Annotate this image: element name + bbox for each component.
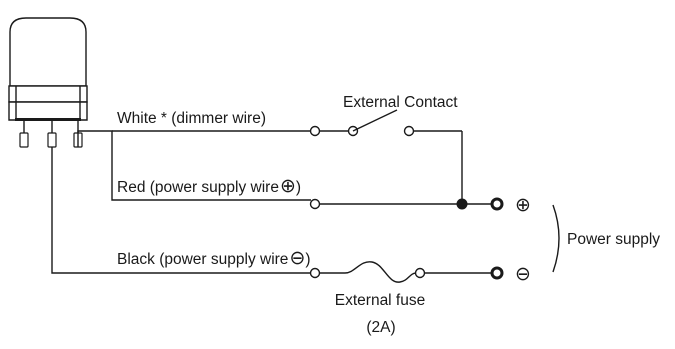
white-wire-label: White * (dimmer wire) (117, 110, 266, 127)
switch-contact-icon (352, 109, 398, 132)
bracket-icon (552, 204, 560, 273)
minus-symbol: ⊖ (289, 247, 305, 269)
external-fuse-label: External fuse (335, 292, 425, 309)
plus-symbol: ⊕ (280, 175, 296, 197)
red-wire-label: Red (power supply wire⊕) (117, 175, 301, 197)
minus-terminal-symbol: ⊖ (515, 263, 531, 285)
power-supply-label: Power supply (567, 231, 660, 248)
wires (51, 130, 492, 283)
fuse-icon (344, 261, 417, 283)
black-wire-label: Black (power supply wire⊖) (117, 247, 311, 269)
fuse-rating-label: (2A) (366, 319, 395, 336)
terminals (309, 125, 504, 280)
external-contact-label: External Contact (343, 94, 458, 111)
signal-lamp-icon (8, 17, 88, 148)
plus-terminal-symbol: ⊕ (515, 194, 531, 216)
